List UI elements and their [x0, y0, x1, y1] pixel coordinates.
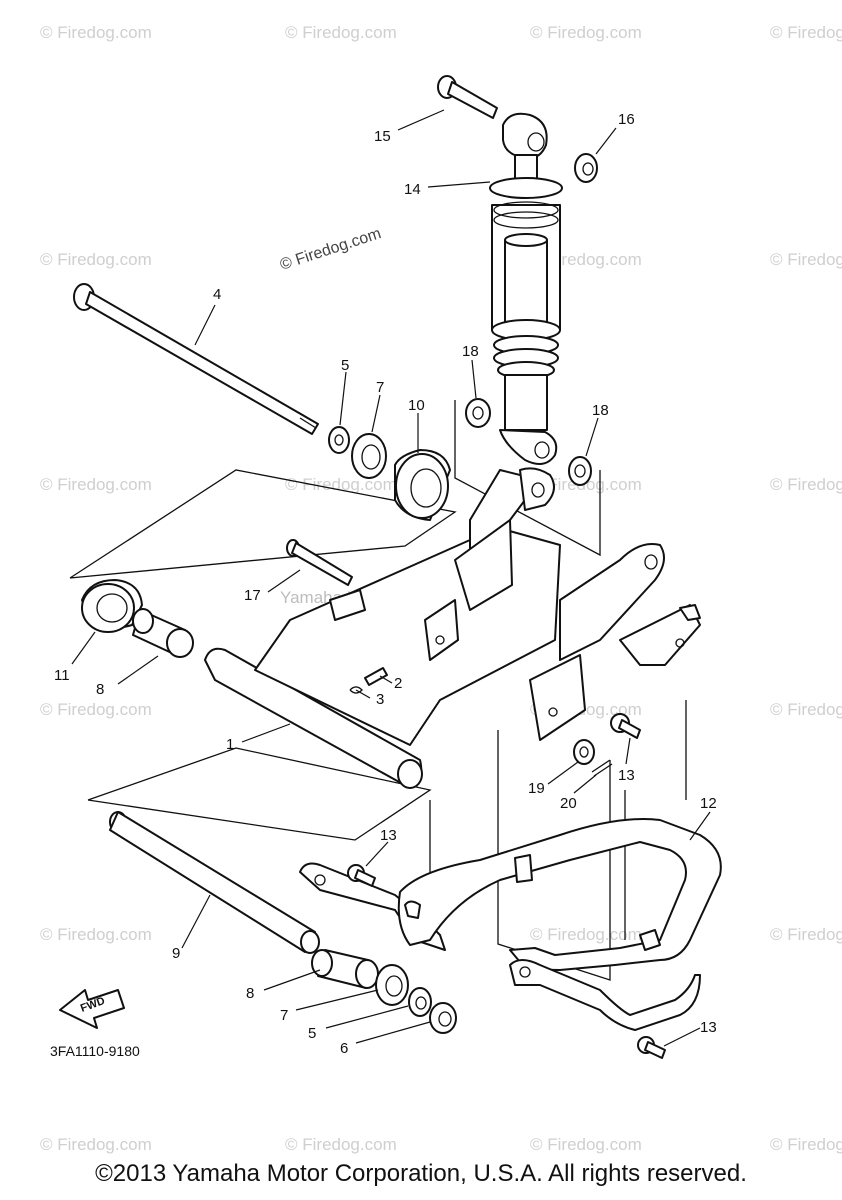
tube-9: [109, 811, 320, 954]
collar-8-upper: [132, 608, 194, 658]
callout-6: 6: [340, 1040, 348, 1057]
watermark: © Firedog.com: [530, 23, 642, 42]
watermark: © Firedog.com: [770, 1135, 842, 1154]
callout-13: 13: [618, 767, 635, 784]
swingarm-1: [204, 467, 701, 789]
bearing-7-upper: [351, 433, 387, 479]
bolt-13-c: [637, 1036, 666, 1059]
callout-13: 13: [700, 1019, 717, 1036]
watermark: © Firedog.com: [285, 1135, 397, 1154]
watermark: © Firedog.com: [530, 1135, 642, 1154]
callout-1: 1: [226, 736, 234, 753]
bushing-10: [394, 449, 451, 521]
nut-16: [574, 153, 598, 183]
bolt-15: [437, 75, 498, 119]
callout-18: 18: [462, 343, 479, 360]
callout-3: 3: [376, 691, 384, 708]
watermark: © Firedog.com: [770, 250, 842, 269]
copyright-footer: ©2013 Yamaha Motor Corporation, U.S.A. A…: [95, 1160, 747, 1187]
washer-19: [573, 739, 595, 765]
callout-17: 17: [244, 587, 261, 604]
callout-19: 19: [528, 780, 545, 797]
fwd-arrow: FWD: [59, 989, 125, 1029]
callout-11: 11: [54, 667, 70, 684]
bearing-7-lower: [375, 964, 409, 1006]
callout-12: 12: [700, 795, 717, 812]
diagram-code: 3FA1110-9180: [50, 1043, 140, 1059]
watermark: © Firedog.com: [40, 475, 152, 494]
washer-5-upper: [328, 426, 350, 454]
callout-9: 9: [172, 945, 180, 962]
cotter-pin-20: [591, 759, 613, 777]
watermark: © Firedog.com: [40, 700, 152, 719]
callout-labels: 15 16 14 4 5 7 10 18 18 17 11 8 2 3 1 19…: [54, 111, 717, 1057]
callout-14: 14: [404, 181, 421, 198]
pivot-shaft-4: [73, 283, 319, 435]
watermark: © Firedog.com: [530, 475, 642, 494]
watermark: © Firedog.com: [770, 23, 842, 42]
watermark: © Firedog.com: [40, 925, 152, 944]
callout-5: 5: [308, 1025, 316, 1042]
callout-8: 8: [246, 985, 254, 1002]
watermark: © Firedog.com: [530, 925, 642, 944]
watermark: © Firedog.com: [770, 925, 842, 944]
callout-7: 7: [280, 1007, 288, 1024]
bushing-11: [81, 579, 143, 633]
bolt-13-b: [347, 864, 376, 887]
collar-18-upper: [465, 398, 491, 428]
clip-3: [349, 686, 363, 694]
watermark: © Firedog.com: [40, 250, 152, 269]
callout-4: 4: [213, 286, 221, 303]
callout-8: 8: [96, 681, 104, 698]
pin-17: [286, 539, 353, 586]
guard-12: [299, 818, 722, 1031]
watermark: © Firedog.com: [285, 23, 397, 42]
callout-13: 13: [380, 827, 397, 844]
leader-lines: [71, 109, 711, 1047]
callout-10: 10: [408, 397, 425, 414]
bolt-2: [364, 667, 388, 686]
callout-5: 5: [341, 357, 349, 374]
watermark: © Firedog.com: [40, 1135, 152, 1154]
watermark: © Firedog.com: [40, 23, 152, 42]
bolt-13-a: [610, 713, 641, 739]
collar-18-lower: [568, 456, 592, 486]
callout-16: 16: [618, 111, 635, 128]
shock-absorber-14: [489, 112, 563, 465]
callout-20: 20: [560, 795, 577, 812]
washer-5-lower: [408, 987, 432, 1017]
callout-18: 18: [592, 402, 609, 419]
watermark: © Firedog.com: [770, 475, 842, 494]
callout-7: 7: [376, 379, 384, 396]
callout-2: 2: [394, 675, 402, 692]
watermark-center: © Firedog.com: [278, 225, 383, 274]
nut-6: [429, 1002, 457, 1034]
watermark: © Firedog.com: [285, 475, 397, 494]
callout-15: 15: [374, 128, 391, 145]
collar-8-lower: [311, 949, 379, 989]
watermark: © Firedog.com: [770, 700, 842, 719]
